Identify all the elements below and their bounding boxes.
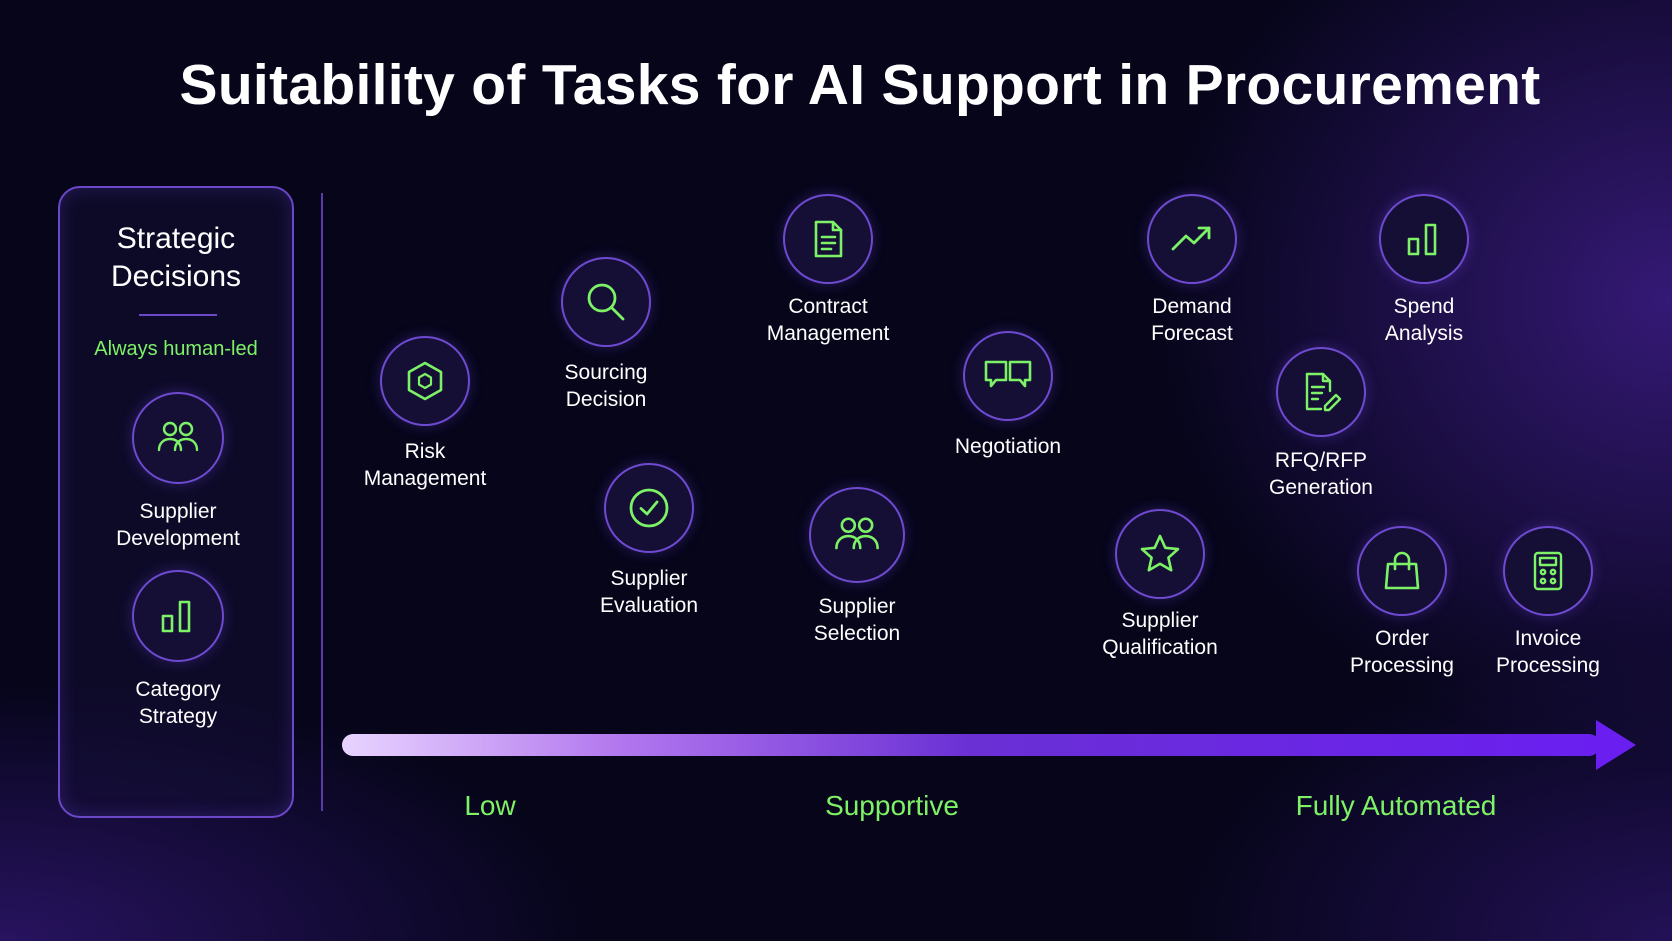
trend-up-icon: [1147, 194, 1237, 284]
speech-bubbles-icon: [963, 331, 1053, 421]
axis-label-fully-automated: Fully Automated: [1295, 790, 1497, 821]
document-edit-icon: [1276, 347, 1366, 437]
people-icon: [132, 392, 224, 484]
task-label: Negotiation: [954, 435, 1062, 458]
panel-title-line1: Strategic: [116, 222, 236, 255]
task-supplier-qualification: Supplier Qualification: [1050, 509, 1270, 729]
panel-title-line2: Decisions: [110, 260, 242, 293]
task-label: Contract Management: [766, 295, 890, 345]
task-supplier-selection: Supplier Selection: [747, 487, 967, 707]
strategic-decisions-panel: Strategic Decisions Always human-led Sup…: [58, 186, 294, 818]
task-label: Risk Management: [363, 440, 487, 490]
people-icon: [809, 487, 905, 583]
bar-chart-icon: [132, 570, 224, 662]
task-order-processing: Order Processing: [1292, 526, 1512, 746]
bar-chart-icon: [1379, 194, 1469, 284]
task-risk-management: Risk Management: [315, 336, 535, 556]
document-icon: [783, 194, 873, 284]
separator-line: [321, 193, 323, 811]
axis-label-supportive: Supportive: [825, 790, 959, 821]
task-label: RFQ/RFP Generation: [1269, 449, 1373, 499]
axis-label-low: Low: [464, 790, 516, 821]
task-negotiation: Negotiation: [898, 331, 1118, 551]
task-contract-management: Contract Management: [718, 194, 938, 414]
panel-item-label: Category Strategy: [135, 678, 221, 728]
panel-divider: [139, 314, 217, 316]
task-label: Sourcing Decision: [564, 361, 648, 411]
task-label: Supplier Selection: [813, 595, 901, 645]
star-icon: [1115, 509, 1205, 599]
search-icon: [561, 257, 651, 347]
panel-subtitle: Always human-led: [94, 338, 258, 360]
task-demand-forecast: Demand Forecast: [1082, 194, 1302, 414]
shopping-bag-icon: [1357, 526, 1447, 616]
task-sourcing-decision: Sourcing Decision: [496, 257, 716, 477]
check-circle-icon: [604, 463, 694, 553]
task-label: Invoice Processing: [1496, 627, 1600, 677]
task-spend-analysis: Spend Analysis: [1314, 194, 1534, 414]
task-label: Supplier Qualification: [1102, 609, 1218, 659]
task-label: Demand Forecast: [1151, 295, 1233, 345]
panel-item-supplier-development: Supplier Development: [68, 392, 288, 612]
task-label: Spend Analysis: [1384, 295, 1464, 345]
task-invoice-processing: Invoice Processing: [1438, 526, 1658, 746]
panel-item-label: Supplier Development: [116, 500, 240, 550]
panel-item-category-strategy: Category Strategy: [68, 570, 288, 790]
task-label: Order Processing: [1350, 627, 1454, 677]
panel-title: Strategic Decisions: [60, 220, 292, 296]
shield-icon: [380, 336, 470, 426]
task-rfq-rfp-generation: RFQ/RFP Generation: [1211, 347, 1431, 567]
page-title: Suitability of Tasks for AI Support in P…: [179, 53, 1541, 117]
task-label: Supplier Evaluation: [599, 567, 699, 617]
calculator-icon: [1503, 526, 1593, 616]
automation-scale-arrow: [342, 718, 1638, 774]
task-supplier-evaluation: Supplier Evaluation: [539, 463, 759, 683]
